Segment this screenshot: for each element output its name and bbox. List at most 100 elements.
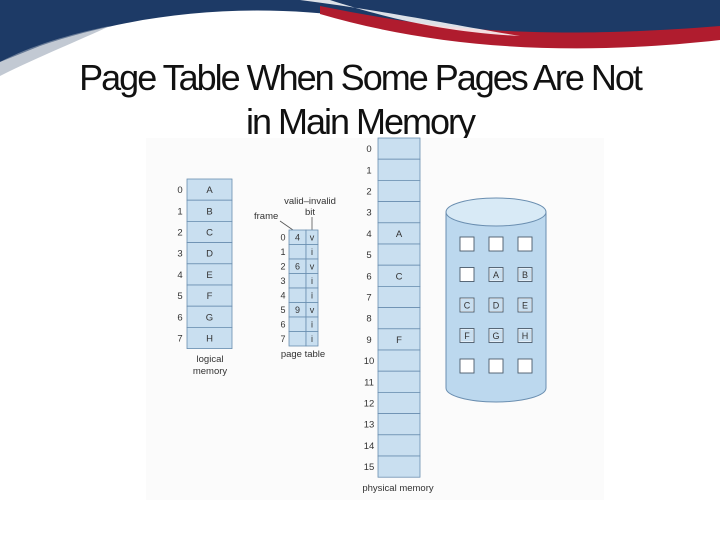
page-table-bit: i	[311, 334, 313, 344]
disk-page-label: G	[492, 331, 499, 341]
logical-memory-page: G	[206, 312, 213, 323]
disk-page-box-fill	[519, 268, 531, 281]
disk-page-box-fill	[461, 299, 473, 311]
slide-title: Page Table When Some Pages Are Not in Ma…	[0, 56, 720, 144]
disk-page-box	[459, 236, 475, 252]
page-table-index: 3	[280, 276, 285, 286]
physical-memory-index: 4	[366, 229, 371, 240]
disk-page-label: F	[464, 331, 470, 341]
physical-memory-frame	[377, 158, 421, 181]
physical-memory-frame	[377, 201, 421, 224]
disk-page-box	[517, 236, 533, 252]
physical-memory-content: A	[396, 229, 403, 240]
disk-page-label: H	[522, 331, 529, 341]
page-table-bit-cell	[305, 331, 319, 347]
page-table-bit: i	[311, 319, 313, 329]
page-table-label: page table	[281, 349, 325, 360]
page-table-index: 0	[280, 232, 285, 242]
physical-memory-index: 3	[366, 208, 371, 219]
physical-memory-index: 7	[366, 293, 371, 304]
page-table-frame: 9	[295, 305, 300, 315]
disk-page-box-fill	[461, 329, 473, 342]
disk-page-box-fill	[519, 329, 531, 342]
logical-memory-label-line-1: logical	[197, 354, 224, 365]
page-table-index: 5	[280, 305, 285, 315]
disk-page-label: D	[493, 301, 500, 311]
physical-memory-index: 12	[364, 399, 375, 410]
disk-page-box	[459, 358, 475, 374]
page-table-index: 7	[280, 334, 285, 344]
disk-page-box	[459, 267, 475, 282]
disk-page-box-fill	[519, 299, 531, 311]
physical-memory-index: 8	[366, 314, 371, 325]
page-table-bit: v	[310, 261, 315, 271]
physical-memory-frame	[377, 285, 421, 308]
logical-memory-index: 7	[177, 334, 182, 345]
physical-memory-index: 9	[366, 335, 371, 346]
physical-memory-frame	[377, 243, 421, 266]
page-table-bit: i	[311, 276, 313, 286]
physical-memory-index: 14	[364, 441, 375, 452]
page-table-frame-cell	[288, 287, 307, 303]
physical-memory-index: 10	[364, 356, 375, 367]
logical-memory-page: E	[206, 270, 212, 281]
logical-memory-page: D	[206, 249, 213, 260]
physical-memory-index: 0	[366, 144, 371, 155]
disk-page-label: E	[522, 301, 528, 311]
physical-memory-frame	[377, 349, 421, 372]
logical-memory-index: 4	[177, 270, 182, 281]
page-table-bit: i	[311, 247, 313, 257]
page-table-frame-cell	[288, 316, 307, 332]
physical-memory-index: 13	[364, 420, 375, 431]
logical-memory-page: F	[207, 291, 213, 302]
page-table-frame-cell	[288, 244, 307, 260]
page-table-bit: v	[310, 232, 315, 242]
physical-memory-index: 5	[366, 250, 371, 261]
page-table-frame: 6	[295, 261, 300, 271]
page-table-frame: 4	[295, 232, 300, 242]
physical-memory-label: physical memory	[362, 483, 434, 494]
physical-memory-frame	[377, 434, 421, 457]
page-table-index: 1	[280, 247, 285, 257]
page-table-index: 2	[280, 261, 285, 271]
disk-page-label: B	[522, 270, 528, 280]
slide-title-line-2: in Main Memory	[245, 101, 476, 142]
physical-memory-content: F	[396, 335, 402, 346]
physical-memory-index: 2	[366, 187, 371, 198]
physical-memory-index: 1	[366, 165, 371, 176]
frame-label: frame	[254, 211, 278, 222]
page-table-bit: i	[311, 290, 313, 300]
physical-memory-frame	[377, 307, 421, 330]
physical-memory-index: 6	[366, 271, 371, 282]
logical-memory-page: A	[206, 185, 213, 196]
physical-memory-index: 11	[364, 377, 374, 388]
disk-page-label: A	[493, 270, 499, 280]
disk-top	[445, 197, 547, 227]
disk-page-box-fill	[490, 299, 502, 311]
valid-invalid-label-line-2: bit	[305, 207, 315, 218]
physical-memory-frame	[377, 391, 421, 414]
page-table-frame-cell	[288, 273, 307, 289]
page-table-bit: v	[310, 305, 315, 315]
physical-memory-frame	[377, 137, 421, 160]
logical-memory-page: H	[206, 334, 213, 345]
disk-page-box	[517, 358, 533, 374]
logical-memory-label-line-2: memory	[193, 366, 228, 377]
logical-memory-page: C	[206, 228, 213, 239]
banner-white-stripe	[300, 0, 520, 36]
logical-memory-index: 3	[177, 249, 182, 260]
frame-label-pointer	[279, 220, 294, 231]
logical-memory-index: 6	[177, 312, 182, 323]
page-table-index: 4	[280, 290, 285, 300]
logical-memory-cell	[186, 326, 233, 349]
physical-memory-frame	[377, 413, 421, 436]
disk-page-box-fill	[490, 329, 502, 342]
physical-memory-frame	[377, 455, 421, 478]
banner-red-stripe	[320, 6, 720, 49]
banner-grey-accent	[0, 26, 110, 76]
banner-navy-band	[0, 0, 720, 62]
